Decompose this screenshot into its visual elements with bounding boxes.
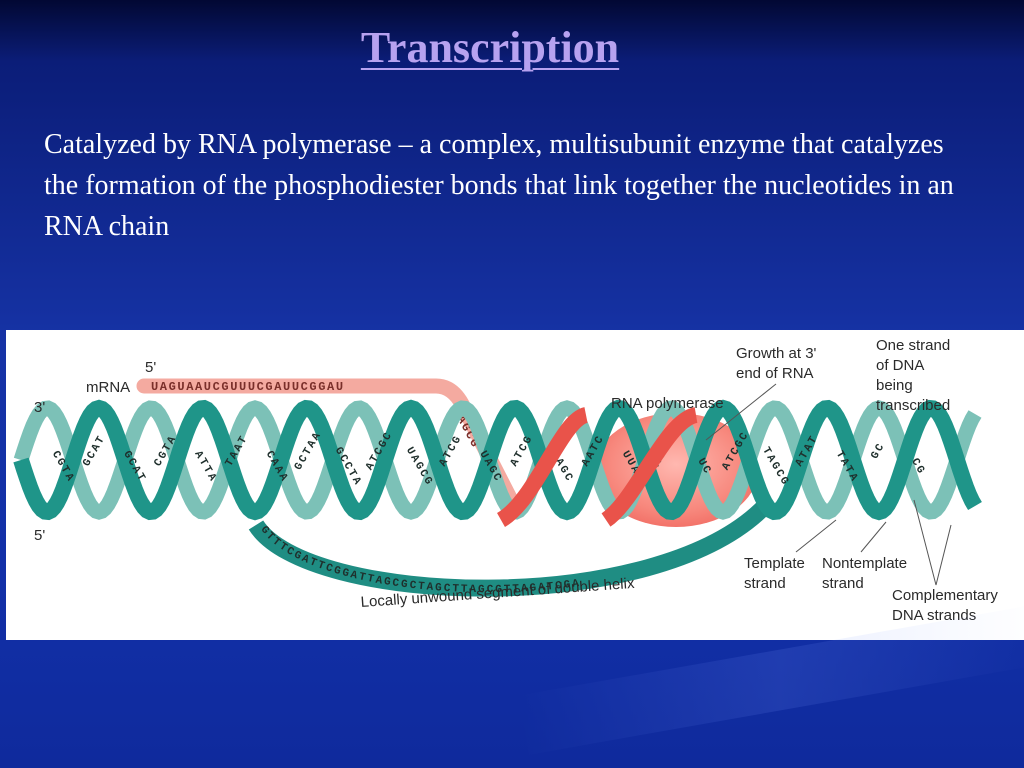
- label-one-strand-1: One strand: [876, 337, 950, 354]
- label-three-prime: 3': [34, 399, 45, 416]
- label-complementary-2: DNA strands: [892, 607, 976, 624]
- label-nontemplate-1: Nontemplate: [822, 555, 907, 572]
- helix-strand-dark: [13, 399, 982, 521]
- transcription-figure: UAGUAAUCGUUUCGAUUCGGAU UAGCG GTTTCGATTCG…: [6, 330, 1024, 640]
- slide-body-text: Catalyzed by RNA polymerase – a complex,…: [44, 129, 954, 242]
- label-growth-2: end of RNA: [736, 365, 814, 382]
- label-one-strand-2: of DNA: [876, 357, 924, 374]
- rna-hybrid-segment-2: [601, 407, 699, 527]
- label-one-strand-3: being: [876, 377, 913, 394]
- rna-hybrid-segment-1: [496, 407, 590, 527]
- label-complementary-1: Complementary: [892, 587, 998, 604]
- label-one-strand-4: transcribed: [876, 397, 950, 414]
- label-template-1: Template: [744, 555, 805, 572]
- slide-title: Transcription: [360, 23, 620, 72]
- nontemplate-pointer: [860, 521, 887, 553]
- template-pointer: [795, 519, 837, 553]
- helix-front-strand: [13, 399, 982, 521]
- label-five-prime-left: 5': [34, 527, 45, 544]
- label-five-prime-top: 5': [145, 359, 156, 376]
- label-template-2: strand: [744, 575, 786, 592]
- helix-letter-group: GC: [869, 441, 888, 462]
- mrna-sequence: UAGUAAUCGUUUCGAUUCGGAU: [151, 380, 345, 394]
- complementary-pointer: [913, 499, 952, 586]
- unwound-strand: [248, 499, 773, 597]
- transcription-diagram: UAGUAAUCGUUUCGAUUCGGAU UAGCG GTTTCGATTCG…: [13, 337, 998, 624]
- label-mrna: mRNA: [86, 379, 130, 396]
- helix-letter-group: ATTA: [191, 449, 219, 485]
- label-nontemplate-2: strand: [822, 575, 864, 592]
- label-growth-1: Growth at 3': [736, 345, 817, 362]
- label-rna-polymerase: RNA polymerase: [611, 395, 724, 412]
- growth-pointer: [705, 383, 777, 441]
